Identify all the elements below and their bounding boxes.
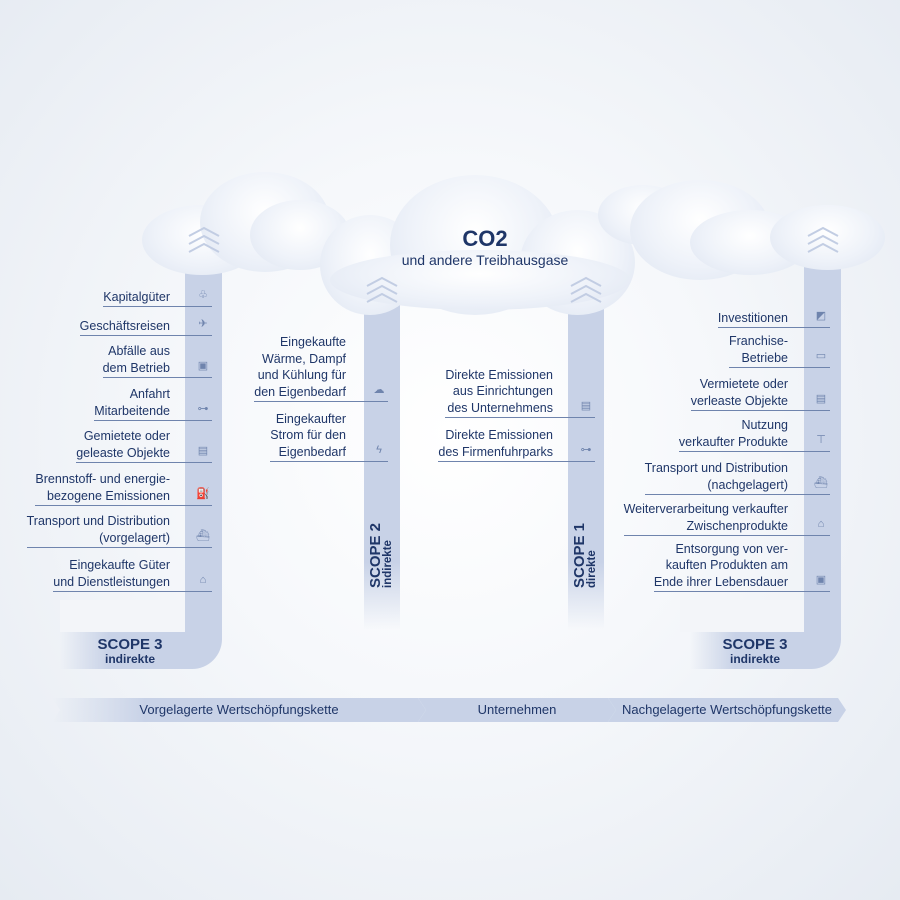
co2-title: CO2 [462,226,508,251]
emission-item: Abfälle aus dem Betrieb ▣ [102,343,212,378]
value-chain-company: Unternehmen [418,698,616,722]
chevron-up-icon [570,276,602,303]
item-label: Vermietete oder verleaste Objekte [690,377,788,408]
trash-icon: ▣ [815,573,827,586]
emission-item: Direkte Emissionen des Firmenfuhrparks ⊶ [438,427,595,462]
emission-item: Transport und Distribution (vorgelagert)… [26,513,212,548]
co2-subtitle: und andere Treibhausgase [401,252,569,268]
shirt-icon: ⊤ [816,433,826,446]
ship-icon: ⛴ [196,529,210,542]
emission-item: Direkte Emissionen aus Einrichtungen des… [445,367,595,418]
emission-item: Transport und Distribution (nachgelagert… [644,460,830,495]
item-label: Brennstoff- und energie- bezogene Emissi… [35,472,170,503]
car-icon: ⊶ [197,402,209,415]
emission-item: Investitionen ◩ [717,309,830,328]
building-icon: ▤ [815,392,827,405]
scope3-right-pillar [804,240,841,640]
scope2-pillar [364,290,400,630]
scope1-label: SCOPE 1 direkte [571,522,598,588]
item-label: Direkte Emissionen des Firmenfuhrparks [438,428,553,459]
item-label: Gemietete oder geleaste Objekte [76,429,170,460]
car-icon: ⊶ [580,443,592,456]
fuel-icon: ⛽ [196,487,210,500]
scope3-right-bend [690,632,841,669]
item-label: Transport und Distribution (nachgelagert… [644,461,788,492]
value-chain-downstream: Nachgelagerte Wertschöpfungskette [608,698,846,722]
chart-icon: ◩ [815,309,827,322]
item-label: Transport und Distribution (vorgelagert) [26,514,170,545]
crane-icon: ♧ [198,288,208,301]
factory-icon: ⌂ [817,517,825,530]
emission-item: Weiterverarbeitung verkaufter Zwischenpr… [623,501,830,536]
emission-item: Eingekaufter Strom für den Eigenbedarf ϟ [270,411,388,462]
factory-icon: ⌂ [199,573,207,586]
steam-icon: ☁ [373,383,385,396]
scope3-left-label: SCOPE 3 indirekte [97,636,163,666]
chevron-up-icon [188,226,220,253]
emission-item: Eingekaufte Güter und Dienstleistungen ⌂ [53,557,212,592]
lightning-icon: ϟ [376,443,382,456]
item-label: Eingekaufte Wärme, Dampf und Kühlung für… [254,335,346,399]
building-icon: ▤ [580,399,592,412]
item-label: Franchise- Betriebe [728,334,788,365]
ship-icon: ⛴ [814,476,828,489]
scope2-label: SCOPE 2 indirekte [367,522,394,588]
emission-item: Franchise- Betriebe ▭ [728,333,830,368]
scope3-right-label: SCOPE 3 indirekte [722,636,788,666]
item-label: Abfälle aus dem Betrieb [102,344,170,375]
item-label: Direkte Emissionen aus Einrichtungen des… [445,367,553,415]
item-label: Entsorgung von ver- kauften Produkten am… [653,541,788,589]
emission-item: Anfahrt Mitarbeitende ⊶ [94,386,212,421]
scope3-left-bend [60,632,222,669]
trash-icon: ▣ [197,359,209,372]
scope1-pillar [568,290,604,630]
item-label: Weiterverarbeitung verkaufter Zwischenpr… [623,502,788,533]
item-label: Anfahrt Mitarbeitende [94,387,170,418]
store-icon: ▭ [815,349,827,362]
item-label: Eingekaufter Strom für den Eigenbedarf [270,411,346,459]
emission-item: Gemietete oder geleaste Objekte ▤ [76,428,212,463]
building-icon: ▤ [197,444,209,457]
emission-item: Entsorgung von ver- kauften Produkten am… [653,541,830,592]
emission-item: Nutzung verkaufter Produkte ⊤ [678,417,830,452]
plane-icon: ✈ [198,317,208,330]
emission-item: Vermietete oder verleaste Objekte ▤ [690,376,830,411]
emission-item: Eingekaufte Wärme, Dampf und Kühlung für… [254,334,388,402]
chevron-up-icon [807,226,839,253]
emission-item: Geschäftsreisen ✈ [79,317,212,336]
item-label: Nutzung verkaufter Produkte [678,418,788,449]
item-label: Kapitalgüter [103,289,170,304]
chevron-up-icon [366,276,398,303]
item-label: Investitionen [717,310,788,325]
emission-item: Brennstoff- und energie- bezogene Emissi… [35,471,212,506]
item-label: Eingekaufte Güter und Dienstleistungen [53,558,170,589]
item-label: Geschäftsreisen [79,318,170,333]
emission-item: Kapitalgüter ♧ [103,288,212,307]
value-chain-upstream: Vorgelagerte Wertschöpfungskette [52,698,426,722]
